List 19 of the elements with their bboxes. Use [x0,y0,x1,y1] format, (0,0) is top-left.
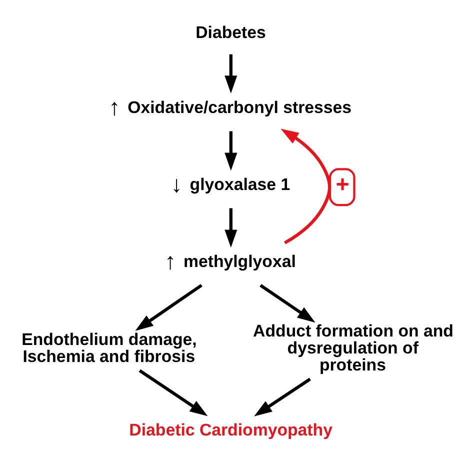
node-text: Endothelium damage, Ischemia and fibrosis [21,330,196,366]
arrow [224,208,237,248]
node-text: Oxidative/carbonyl stresses [127,98,352,117]
node-label: ↓ [170,170,182,196]
node-text: methylglyoxal [182,251,296,270]
node-text: glyoxalase 1 [189,174,290,194]
node-text: Diabetic Cardiomyopathy [128,420,332,440]
node-text: Diabetes [195,22,266,42]
edge-label: + [335,170,349,196]
node-label: ↑ [164,247,176,274]
arrow [280,128,331,244]
arrow [259,283,315,322]
arrow [224,54,237,94]
arrow [224,130,237,170]
arrow [254,377,310,416]
node-text: Adduct formation on and dysregulation of proteins [252,321,453,374]
arrow [134,283,202,330]
arrow [138,368,208,416]
node-label: ↑ [108,93,120,120]
